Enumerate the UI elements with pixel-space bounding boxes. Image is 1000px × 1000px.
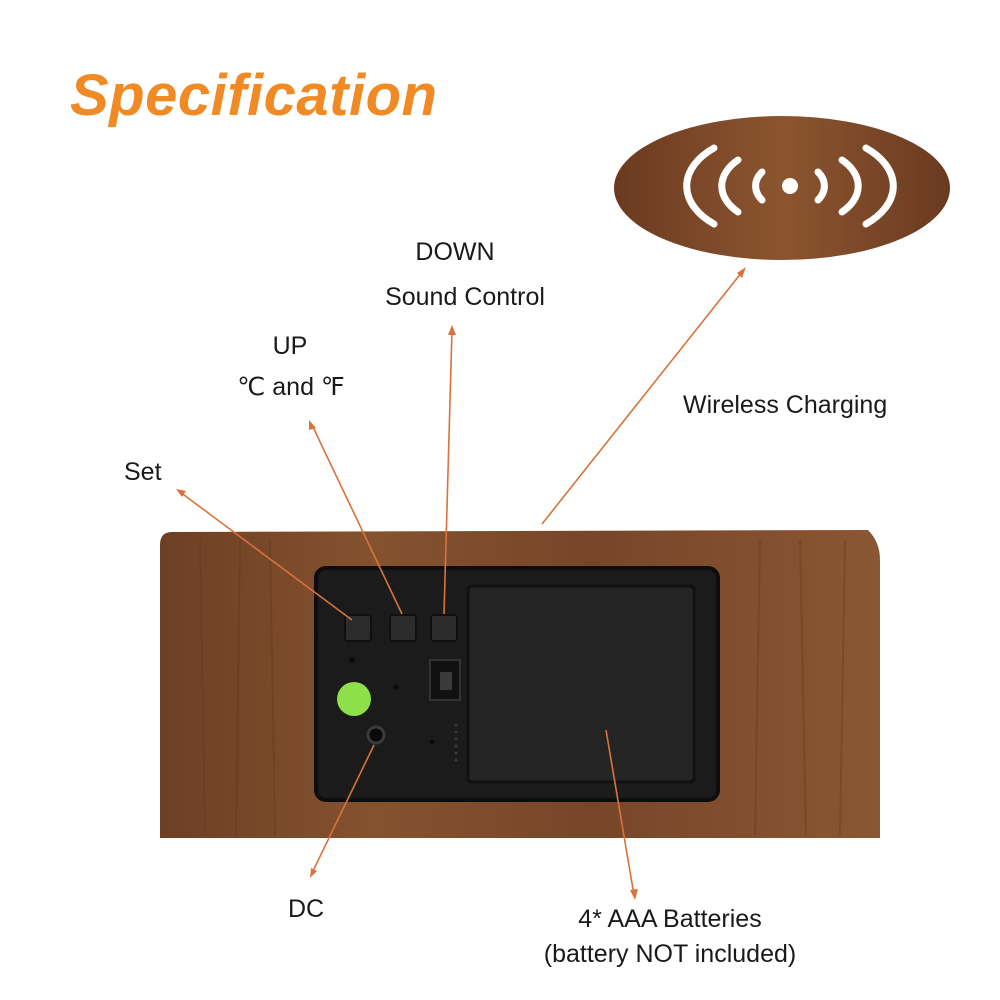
speaker-grille [454,723,458,762]
label-down: DOWN [415,238,495,266]
wireless-charging-icon [683,144,897,228]
pinhole [429,739,435,745]
leader-line-up [311,424,403,615]
label-sound-control: Sound Control [385,283,545,311]
leader-line-wireless [541,271,743,525]
set-button[interactable] [344,614,372,642]
label-battery-note: (battery NOT included) [543,940,797,968]
leader-lines [176,267,746,900]
page-title: Specification [70,63,438,128]
back-panel [314,566,720,802]
pinhole [393,684,399,690]
leader-line-set [179,491,353,621]
label-wireless-charging: Wireless Charging [683,391,888,419]
dc-indicator [337,682,371,716]
label-batteries: 4* AAA Batteries [578,905,762,933]
label-dc: DC [288,895,325,923]
dc-port[interactable] [366,725,386,745]
down-button[interactable] [430,614,458,642]
label-up: UP [272,332,308,360]
switch-knob [440,672,452,690]
leader-line-batteries [605,729,635,896]
leader-line-down [443,329,453,615]
leader-line-dc [311,744,375,874]
label-set: Set [124,458,162,486]
up-button[interactable] [389,614,417,642]
wireless-charging-pad [614,116,950,260]
label-up-units: ℃ and ℉ [237,373,345,401]
pinhole [349,657,355,663]
